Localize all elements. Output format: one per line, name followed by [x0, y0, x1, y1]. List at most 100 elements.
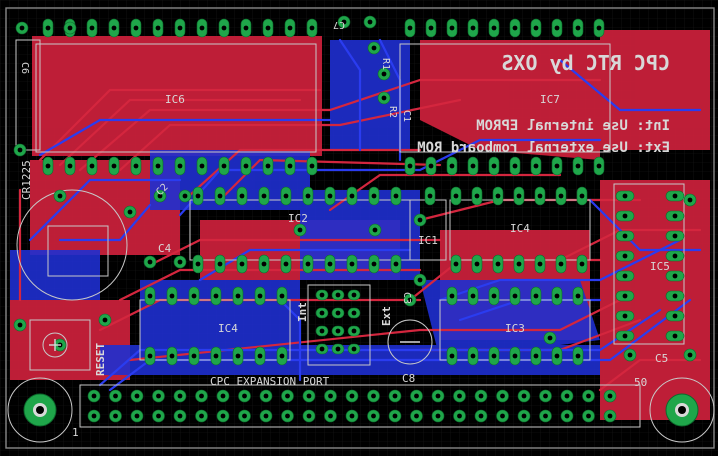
pad-hole	[371, 393, 376, 399]
pad-hole	[491, 353, 497, 359]
pad-hole	[457, 413, 462, 419]
pad-hole	[279, 353, 285, 359]
board-title: CPC RTC by OXS	[501, 51, 670, 75]
pad-hole	[349, 261, 355, 267]
component-pads	[13, 15, 697, 423]
label-r1: R1	[380, 58, 391, 70]
pad-hole	[306, 413, 312, 419]
pad-hole	[217, 261, 223, 267]
pad-hole	[371, 413, 376, 419]
pad-hole	[495, 261, 501, 267]
pad-hole	[428, 25, 434, 31]
pad-hole	[147, 293, 153, 299]
pad-hole	[622, 313, 628, 319]
pad-hole	[341, 19, 347, 25]
pad-hole	[381, 95, 387, 101]
pad-hole	[263, 413, 269, 419]
pad-hole	[558, 193, 564, 199]
pad-hole	[113, 393, 118, 399]
pad-hole	[417, 217, 423, 223]
pad-hole	[500, 413, 505, 419]
pad-hole	[543, 413, 548, 419]
pad-hole	[19, 25, 25, 31]
pad-hole	[17, 322, 23, 328]
pad-hole	[579, 193, 585, 199]
pad-hole	[491, 25, 497, 31]
label-connector: CPC EXPANSION PORT	[210, 375, 330, 388]
pad-hole	[239, 261, 245, 267]
pad-hole	[533, 293, 539, 299]
polarity-markers	[49, 339, 420, 351]
pad-hole	[287, 163, 293, 169]
pad-hole	[156, 413, 161, 419]
label-ext: Ext	[380, 306, 393, 326]
pad-hole	[607, 413, 613, 419]
silkscreen-outlines	[7, 39, 715, 443]
label-ic2: IC2	[288, 212, 308, 225]
pad-hole	[533, 353, 539, 359]
pad-hole	[449, 293, 455, 299]
pad-hole	[417, 277, 423, 283]
pad-hole	[306, 393, 312, 399]
pad-hole	[449, 353, 455, 359]
pad-hole	[113, 413, 118, 419]
pad-hole	[554, 293, 560, 299]
pad-hole	[564, 393, 570, 399]
pad-hole	[156, 393, 161, 399]
pad-hole	[687, 197, 693, 203]
label-ic5: IC5	[650, 260, 670, 273]
pad-hole	[67, 25, 73, 31]
label-c8: C8	[402, 372, 415, 385]
pad-hole	[586, 413, 591, 419]
pad-hole	[500, 393, 505, 399]
pad-hole	[470, 353, 476, 359]
pad-hole	[239, 193, 245, 199]
pad-hole	[393, 261, 399, 267]
pad-hole	[243, 163, 249, 169]
pad-hole	[17, 147, 23, 153]
pad-hole	[177, 163, 183, 169]
pad-hole	[392, 393, 398, 399]
pad-hole	[319, 310, 325, 316]
pad-hole	[575, 353, 581, 359]
pad-hole	[672, 253, 678, 259]
pad-hole	[627, 352, 633, 358]
pad-hole	[449, 25, 455, 31]
pad-hole	[285, 413, 290, 419]
label-int: Int	[296, 302, 309, 322]
pad-hole	[279, 293, 285, 299]
pad-hole	[547, 335, 553, 341]
jumper-note-ext: Ext: Use external romboard ROM	[417, 140, 670, 156]
pad-hole	[133, 25, 139, 31]
pad-hole	[622, 253, 628, 259]
pad-hole	[554, 163, 560, 169]
pad-hole	[564, 413, 570, 419]
pad-hole	[257, 353, 263, 359]
pad-hole	[217, 193, 223, 199]
pad-hole	[672, 333, 678, 339]
pad-hole	[512, 293, 518, 299]
pad-hole	[622, 273, 628, 279]
pad-hole	[622, 333, 628, 339]
pad-hole	[453, 193, 459, 199]
pad-hole	[474, 261, 480, 267]
pad-hole	[537, 261, 543, 267]
pad-hole	[327, 261, 333, 267]
pad-hole	[199, 25, 205, 31]
pad-hole	[261, 193, 267, 199]
pad-hole	[579, 261, 585, 267]
pad-hole	[575, 163, 581, 169]
pad-hole	[199, 393, 204, 399]
label-ic1: IC1	[418, 234, 438, 247]
pad-hole	[672, 293, 678, 299]
pad-hole	[672, 213, 678, 219]
pad-hole	[575, 293, 581, 299]
pad-hole	[155, 25, 161, 31]
pad-hole	[45, 25, 51, 31]
pad-hole	[687, 352, 693, 358]
label-ic3: IC3	[505, 322, 525, 335]
pad-hole	[371, 193, 377, 199]
pad-hole	[287, 25, 293, 31]
label-battery: CR1225	[20, 160, 33, 200]
